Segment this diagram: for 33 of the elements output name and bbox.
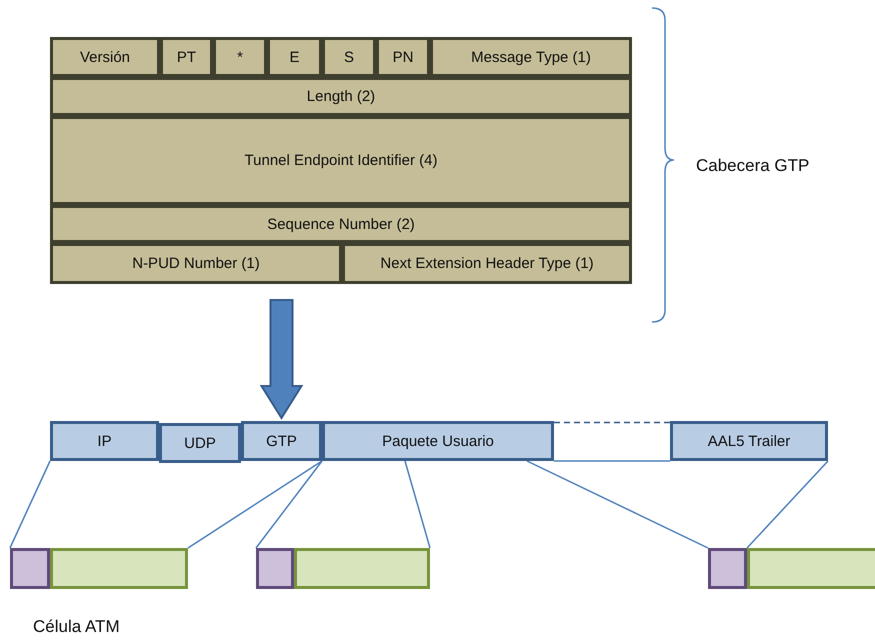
header-field: Versión	[50, 37, 160, 77]
header-field: Sequence Number (2)	[50, 205, 632, 243]
packet-field: Paquete Usuario	[322, 421, 554, 461]
connector-line	[9, 460, 51, 548]
header-field: *	[213, 37, 267, 77]
connector-line	[746, 460, 829, 549]
header-field: Tunnel Endpoint Identifier (4)	[50, 116, 632, 205]
header-field: PT	[160, 37, 213, 77]
cell-payload-box	[747, 548, 875, 589]
packet-field: UDP	[159, 423, 241, 463]
packet-field: AAL5 Trailer	[670, 421, 828, 461]
cell-payload-box	[50, 548, 188, 589]
connector-line	[188, 460, 322, 549]
header-field: E	[267, 37, 322, 77]
header-field: PN	[376, 37, 430, 77]
header-field: S	[322, 37, 376, 77]
connector-line	[404, 460, 431, 548]
packet-field: IP	[50, 421, 159, 461]
header-field: N-PUD Number (1)	[50, 243, 342, 284]
cell-header-box	[256, 548, 294, 589]
connector-line	[526, 460, 708, 549]
cell-header-box	[10, 548, 50, 589]
header-field: Message Type (1)	[430, 37, 632, 77]
cell-payload-box	[294, 548, 430, 589]
packet-field: GTP	[241, 421, 322, 461]
header-field: Length (2)	[50, 77, 632, 116]
header-field: Next Extension Header Type (1)	[342, 243, 632, 284]
header-frame	[50, 37, 632, 284]
cell-header-box	[708, 548, 747, 589]
block-arrow	[260, 299, 304, 420]
brace-label: Cabecera GTP	[696, 156, 810, 176]
cell-label: Célula ATM	[33, 617, 120, 637]
connector-line	[255, 460, 323, 548]
